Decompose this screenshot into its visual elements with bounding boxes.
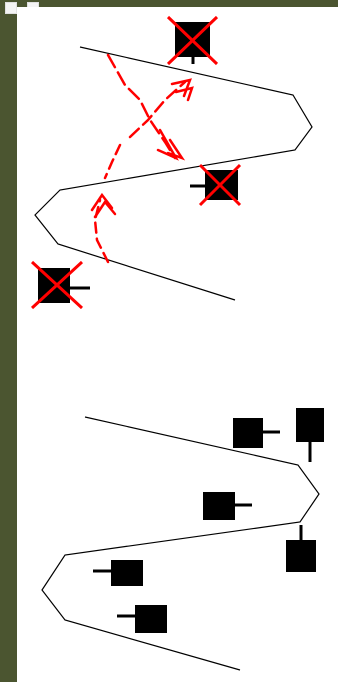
bottom-figure <box>41 408 324 671</box>
drawing-panel <box>17 7 338 682</box>
top-robot-1 <box>166 15 219 66</box>
bottom-robot-4 <box>286 525 316 572</box>
top-robot-3 <box>30 260 90 310</box>
bottom-robot-3 <box>203 492 252 520</box>
bottom-robot-6 <box>117 605 167 633</box>
corner-square-left <box>5 2 17 14</box>
top-red-arrows <box>90 53 194 264</box>
top-robot-2 <box>190 163 242 207</box>
bottom-robot-5 <box>93 560 143 586</box>
top-figure <box>30 15 313 310</box>
bottom-robot-1 <box>233 418 280 448</box>
bottom-robot-2 <box>296 408 324 462</box>
top-zigzag-line <box>34 46 313 301</box>
bottom-zigzag-line <box>41 416 320 671</box>
